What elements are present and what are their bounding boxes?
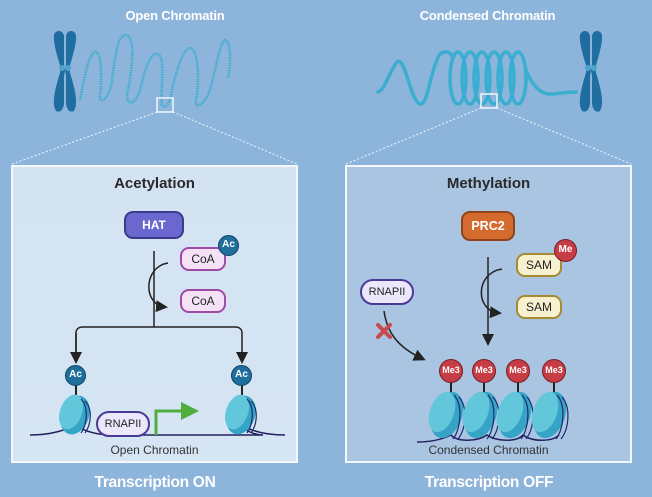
histone-acetyl-mark: Ac [65, 365, 86, 386]
histone-trimethyl-mark: Me3 [439, 359, 463, 383]
zoom-box-right [480, 93, 498, 109]
blocked-x-icon [376, 323, 392, 339]
condensed-chromatin-label: Condensed Chromatin [428, 443, 549, 457]
chromosome-right-icon [579, 31, 603, 112]
rnapii-polymerase-blocked: RNAPII [360, 279, 414, 305]
coa-product: CoA [180, 289, 226, 313]
chromosome-left-icon [53, 31, 77, 112]
transcription-off-label: Transcription OFF [424, 474, 554, 491]
acetyl-coa: CoA [180, 247, 226, 271]
nucleosome-icon [531, 391, 569, 440]
methylation-title: Methylation [446, 175, 531, 192]
transcription-on-label: Transcription ON [94, 474, 216, 491]
top-illustration [11, 31, 632, 165]
zoom-box-left [156, 97, 174, 113]
sam-product: SAM [516, 295, 562, 319]
histone-acetyl-mark: Ac [231, 365, 252, 386]
sam-methyl-donor: SAM [516, 253, 562, 277]
histone-trimethyl-mark: Me3 [542, 359, 566, 383]
nucleosome-icon [496, 391, 534, 440]
acetylation-panel: Acetylation [11, 165, 298, 463]
hat-enzyme: HAT [124, 211, 184, 239]
open-chromatin-fiber [78, 33, 232, 108]
nucleosome-icon [462, 391, 500, 440]
nucleosome-icon [224, 394, 257, 435]
nucleosome-icon [428, 391, 466, 440]
acetyl-group-icon: Ac [218, 235, 239, 256]
acetylation-title: Acetylation [114, 175, 195, 192]
nucleosome-icon [58, 394, 91, 435]
methyl-group-icon: Me [554, 239, 577, 262]
histone-trimethyl-mark: Me3 [506, 359, 530, 383]
methylation-panel: Methylation [345, 165, 632, 463]
condensed-chromatin-title: Condensed Chromatin [419, 8, 556, 23]
open-chromatin-title: Open Chromatin [125, 8, 225, 23]
prc2-enzyme: PRC2 [461, 211, 515, 241]
histone-trimethyl-mark: Me3 [472, 359, 496, 383]
acetylation-arrows [29, 251, 286, 436]
transcription-start-arrow [154, 402, 199, 435]
rnapii-polymerase: RNAPII [96, 411, 150, 437]
condensed-chromatin-fiber [376, 50, 578, 106]
methylation-arrows [376, 257, 569, 443]
open-chromatin-label: Open Chromatin [110, 443, 199, 457]
